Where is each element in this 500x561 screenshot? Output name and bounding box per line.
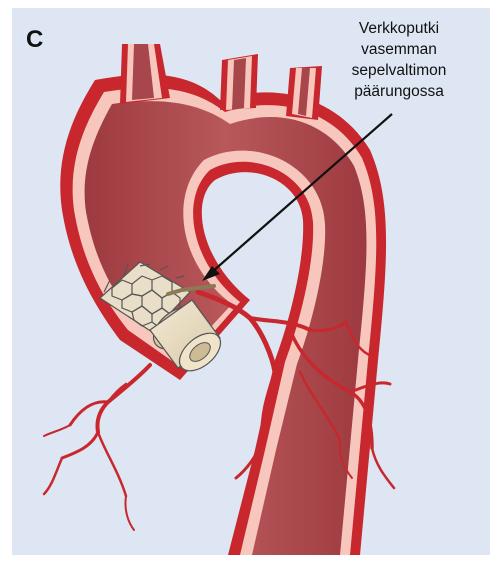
aorta [60,75,386,555]
panel-letter: C [26,28,43,52]
callout-line-3: sepelvaltimon [330,60,468,81]
callout-label: Verkkoputki vasemman sepelvaltimon pääru… [330,18,468,102]
callout-line-2: vasemman [330,39,468,60]
callout-line-1: Verkkoputki [330,18,468,39]
callout-line-4: päärungossa [330,81,468,102]
